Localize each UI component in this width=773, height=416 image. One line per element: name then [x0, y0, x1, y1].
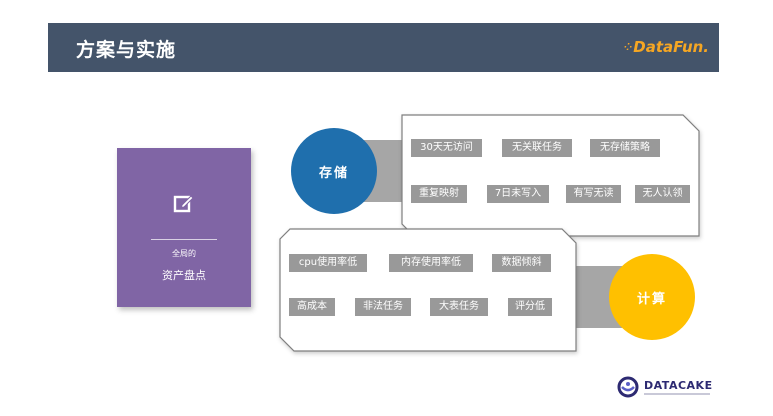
card-subtitle: 全局的 — [172, 249, 196, 258]
compute-tag: 评分低 — [508, 298, 552, 316]
storage-tag: 无人认领 — [635, 185, 690, 203]
footer-tagline-line — [644, 393, 710, 395]
compute-panel — [279, 228, 577, 352]
datacake-logo: DATACAKE — [617, 376, 717, 400]
storage-tag: 无存储策略 — [590, 139, 660, 157]
datacake-mark-icon — [617, 376, 639, 398]
storage-tag: 7日未写入 — [487, 185, 549, 203]
page-title: 方案与实施 — [76, 39, 177, 61]
asset-inventory-card: 全局的 资产盘点 — [117, 148, 251, 307]
compute-tag: 大表任务 — [430, 298, 488, 316]
datafun-logo: ⁘DataFun. — [624, 38, 709, 56]
edit-icon — [173, 195, 194, 213]
storage-tag: 30天无访问 — [411, 139, 482, 157]
logo-dots-icon: ⁘ — [623, 42, 633, 53]
brand-text: DataFun. — [633, 38, 709, 56]
compute-tag: 内存使用率低 — [389, 254, 473, 272]
card-divider — [151, 239, 217, 240]
compute-circle: 计算 — [609, 254, 695, 340]
header-bar: 方案与实施 ⁘DataFun. — [48, 23, 719, 72]
compute-tag: 高成本 — [289, 298, 335, 316]
compute-tag: cpu使用率低 — [289, 254, 367, 272]
card-title: 资产盘点 — [162, 269, 206, 282]
storage-tag: 无关联任务 — [502, 139, 572, 157]
storage-tag: 重复映射 — [411, 185, 467, 203]
storage-tag: 有写无读 — [566, 185, 621, 203]
compute-tag: 非法任务 — [355, 298, 411, 316]
storage-circle: 存储 — [291, 128, 377, 214]
footer-brand-text: DATACAKE — [644, 379, 713, 392]
compute-tag: 数据倾斜 — [492, 254, 551, 272]
storage-panel — [401, 114, 700, 237]
